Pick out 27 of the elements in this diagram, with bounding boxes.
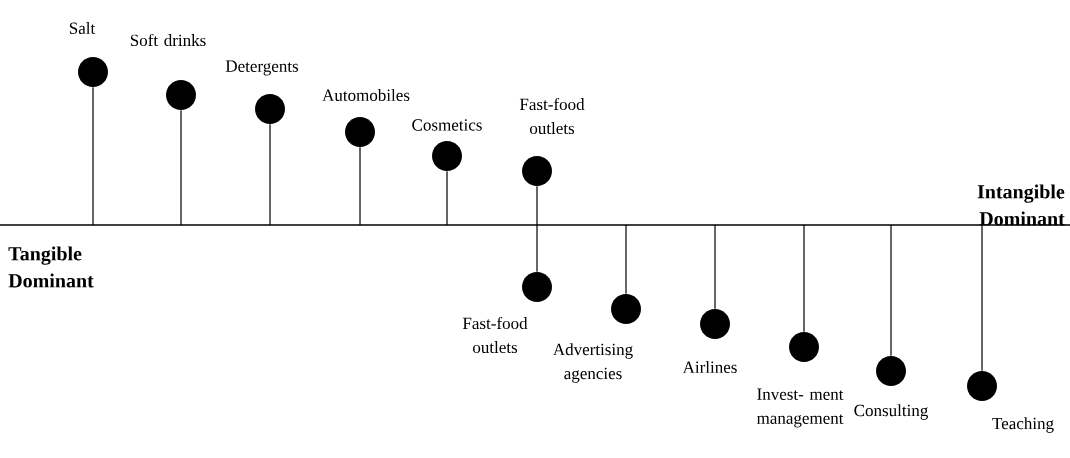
stem-line xyxy=(625,224,627,295)
end-label: Intangible Dominant xyxy=(977,184,1065,226)
stem-line xyxy=(536,224,538,273)
item-label: Advertising agencies xyxy=(553,343,633,383)
axis-line xyxy=(0,224,1070,226)
item-label: Fast-food outlets xyxy=(462,316,528,354)
stem-line xyxy=(92,86,94,226)
item-label: Cosmetics xyxy=(412,119,482,131)
stem-line xyxy=(269,123,271,226)
item-label: Automobiles xyxy=(322,89,410,101)
stem-line xyxy=(446,170,448,226)
stem-line xyxy=(981,224,983,372)
item-label: Teaching xyxy=(992,417,1054,433)
item-label: Detergents xyxy=(225,60,299,76)
item-label: Soft drinks xyxy=(130,33,206,47)
stem-line xyxy=(359,146,361,226)
stem-line xyxy=(803,224,805,333)
stem-line xyxy=(714,224,716,310)
end-label: Tangible Dominant xyxy=(8,246,94,288)
stem-line xyxy=(536,185,538,226)
item-label: Consulting xyxy=(854,404,928,420)
stem-line xyxy=(890,224,892,357)
item-label: Invest- ment management xyxy=(756,388,844,428)
item-label: Fast-food outlets xyxy=(519,97,585,135)
stem-line xyxy=(180,109,182,226)
item-label: Airlines xyxy=(682,361,737,373)
item-label: Salt xyxy=(69,22,96,34)
